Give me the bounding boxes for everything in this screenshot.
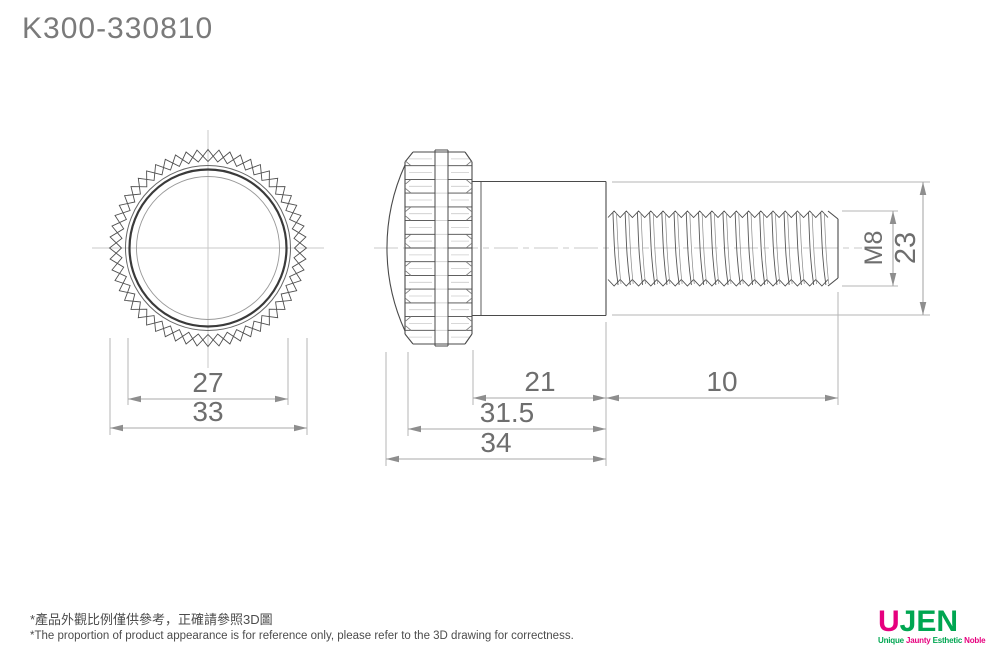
dimension-labels: 27 33 21 10 31.5 34 M8 23 [192, 231, 922, 458]
collar-outline [472, 180, 607, 317]
dimension-lines [110, 182, 924, 460]
dim-thread-spec: M8 [860, 231, 888, 266]
tagline-word: Esthetic [932, 636, 963, 645]
tagline-word: Jaunty [905, 636, 931, 645]
brand-letters-jen: JEN [899, 605, 959, 638]
knob-inner-circle [136, 176, 280, 320]
footnote-english: *The proportion of product appearance is… [30, 630, 574, 642]
dim-body-length: 31.5 [480, 397, 535, 428]
dim-thread-length: 10 [706, 366, 737, 397]
brand-wordmark: UJEN [878, 605, 988, 638]
footnotes: *產品外觀比例僅供參考，正確請參照3D圖 *The proportion of … [30, 611, 574, 644]
brand-letter-u: U [878, 605, 900, 638]
dim-neck-length: 21 [524, 366, 555, 397]
knurl-texture [404, 158, 473, 338]
dim-total-length: 34 [480, 427, 511, 458]
dim-front-ridge-dia: 27 [192, 367, 223, 398]
extension-lines [109, 181, 930, 466]
brand-logo: UJEN Unique Jaunty Esthetic Noble [878, 605, 988, 646]
thread-lines [607, 210, 830, 287]
side-view [374, 149, 862, 347]
knob-face-circle [128, 168, 288, 328]
dome-profile [386, 164, 406, 332]
dim-neck-dia: 23 [890, 232, 922, 264]
brand-tagline: Unique Jaunty Esthetic Noble [878, 636, 988, 645]
tagline-word: Unique [878, 636, 904, 645]
knob-rim-circle [125, 165, 291, 331]
dimension-arrows [110, 182, 927, 463]
center-groove-band [434, 149, 449, 347]
part-number-title: K300-330810 [22, 12, 214, 45]
front-view [92, 130, 324, 368]
knurl-ring [108, 148, 308, 348]
dim-front-outer-dia: 33 [192, 396, 223, 427]
tagline-word: Noble [964, 636, 986, 645]
footnote-chinese: *產品外觀比例僅供參考，正確請參照3D圖 [30, 612, 273, 627]
thread-end-chamfer [827, 210, 839, 287]
